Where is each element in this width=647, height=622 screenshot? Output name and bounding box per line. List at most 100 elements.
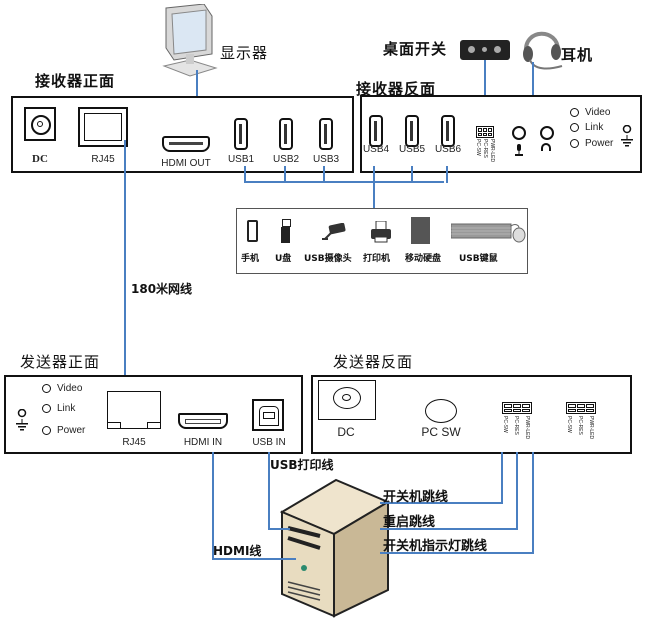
power-jumper-label: 开关机跳线 — [383, 490, 449, 505]
device-label-hard-drive: 移动硬盘 — [405, 254, 442, 264]
receiver-usb2-label: USB2 — [272, 154, 300, 165]
usb3-port-icon — [319, 118, 333, 150]
receiver-usb3-label: USB3 — [312, 154, 340, 165]
power-jumper-wire-horizontal — [380, 502, 503, 504]
receiver-led-power: Power — [570, 138, 613, 149]
usb-in-port-icon — [252, 399, 284, 431]
usb-drive-icon — [281, 219, 291, 243]
reset-jumper-label: 重启跳线 — [383, 515, 436, 530]
sender-back-panel: DC PC SW PC-SW PC-RES PWR-LED PC-SW PC-R… — [311, 375, 632, 454]
power-led-jumper-label: 开关机指示灯跳线 — [383, 539, 488, 554]
rj45-port-icon — [78, 107, 128, 147]
sender-header-pins-1 — [502, 402, 532, 414]
device-label-usb-drive: U盘 — [275, 254, 292, 264]
receiver-pin-pc-res: PC-RES — [482, 139, 488, 158]
sender-hdmi-in-label: HDMI IN — [183, 437, 223, 448]
microphone-icon — [515, 141, 523, 156]
device-label-camera: USB摄像头 — [304, 254, 352, 264]
sender-header-pins-2 — [566, 402, 596, 414]
usb3-wire — [323, 166, 325, 183]
printer-icon — [370, 220, 392, 243]
usb4-port-icon — [369, 115, 383, 147]
led-indicator-icon — [570, 123, 579, 132]
sender-pin2-pc-sw: PC-SW — [566, 416, 572, 433]
usb2-wire — [284, 166, 286, 183]
power-led-jumper-wire — [532, 452, 534, 554]
sender-front-panel: Video Link Power RJ45 HDMI IN USB IN — [4, 375, 303, 454]
usb-devices-box: 手机 U盘 USB摄像头 打印机 移动硬盘 USB键鼠 — [236, 208, 528, 274]
headset-label: 耳机 — [561, 46, 594, 64]
led-indicator-icon — [42, 404, 51, 413]
monitor-label: 显示器 — [220, 44, 269, 62]
receiver-usb4-label: USB4 — [362, 144, 390, 155]
sender-dc-jack-icon — [318, 380, 376, 420]
receiver-usb1-label: USB1 — [227, 154, 255, 165]
sender-rj45-port-icon — [107, 391, 161, 429]
receiver-led-link: Link — [570, 122, 603, 133]
receiver-usb5-label: USB5 — [398, 144, 426, 155]
keyboard-mouse-icon — [450, 221, 527, 243]
sender-back-title: 发送器反面 — [333, 353, 414, 371]
sender-dc-label: DC — [337, 425, 355, 439]
sender-led-link: Link — [42, 403, 75, 414]
usb1-port-icon — [234, 118, 248, 150]
device-label-phone: 手机 — [241, 254, 260, 264]
reset-jumper-wire-horizontal — [380, 528, 518, 530]
power-led-jumper-wire-horizontal — [380, 552, 534, 554]
usb-print-cable-label: USB打印线 — [270, 458, 334, 472]
usb-bus-wire — [244, 181, 444, 183]
hdmi-cable-wire — [212, 452, 214, 560]
camera-icon — [321, 222, 347, 241]
network-cable-wire — [124, 140, 126, 395]
receiver-dc-label: DC — [32, 153, 48, 165]
usb5-wire — [411, 166, 413, 183]
sender-led-power: Power — [42, 425, 85, 436]
sender-usb-in-label: USB IN — [252, 437, 286, 448]
network-cable-label: 180米网线 — [131, 282, 193, 296]
sender-front-title: 发送器正面 — [20, 353, 101, 371]
desktop-switch-icon — [460, 40, 510, 60]
dc-jack-icon — [24, 107, 56, 141]
headset-icon — [518, 22, 566, 72]
sender-led-video: Video — [42, 383, 82, 394]
sender-pin2-pwr-led: PWR-LED — [588, 416, 594, 440]
sender-ground-icon — [16, 408, 28, 433]
reset-jumper-wire — [516, 452, 518, 530]
headphone-jack-icon — [540, 126, 554, 140]
phone-icon — [247, 220, 258, 242]
hard-drive-icon — [411, 217, 430, 244]
usb2-port-icon — [279, 118, 293, 150]
receiver-hdmi-out-label: HDMI OUT — [161, 158, 211, 169]
led-indicator-icon — [42, 384, 51, 393]
pc-tower-icon — [279, 478, 391, 618]
usb6-wire — [446, 166, 448, 183]
receiver-pin-pwr-led: PWR-LED — [489, 139, 495, 163]
desktop-switch-wire — [484, 60, 486, 128]
headphone-icon — [541, 143, 551, 151]
device-label-printer: 打印机 — [363, 254, 391, 264]
usb-print-cable-wire — [268, 452, 270, 530]
device-label-keyboard-mouse: USB键鼠 — [459, 254, 498, 264]
headset-wire — [532, 62, 534, 126]
usb5-port-icon — [405, 115, 419, 147]
receiver-usb6-label: USB6 — [434, 144, 462, 155]
pc-sw-button-icon — [425, 399, 457, 423]
desktop-switch-label: 桌面开关 — [383, 40, 448, 58]
usb-print-cable-wire-horizontal — [268, 528, 290, 530]
led-indicator-icon — [42, 426, 51, 435]
usb1-wire — [244, 166, 246, 183]
receiver-pin-pc-sw: PC-SW — [475, 139, 481, 156]
power-jumper-wire — [501, 452, 503, 504]
hdmi-cable-wire-horizontal — [212, 558, 296, 560]
receiver-ground-icon — [621, 124, 633, 149]
receiver-header-pins — [476, 126, 494, 138]
receiver-led-video: Video — [570, 107, 610, 118]
hdmi-cable-label: HDMI线 — [213, 544, 262, 558]
usb6-port-icon — [441, 115, 455, 147]
led-indicator-icon — [570, 108, 579, 117]
receiver-front-title: 接收器正面 — [35, 72, 116, 90]
hdmi-out-port-icon — [162, 136, 210, 152]
usb4-wire — [373, 166, 375, 183]
sender-pin1-pwr-led: PWR-LED — [524, 416, 530, 440]
mic-jack-icon — [512, 126, 526, 140]
